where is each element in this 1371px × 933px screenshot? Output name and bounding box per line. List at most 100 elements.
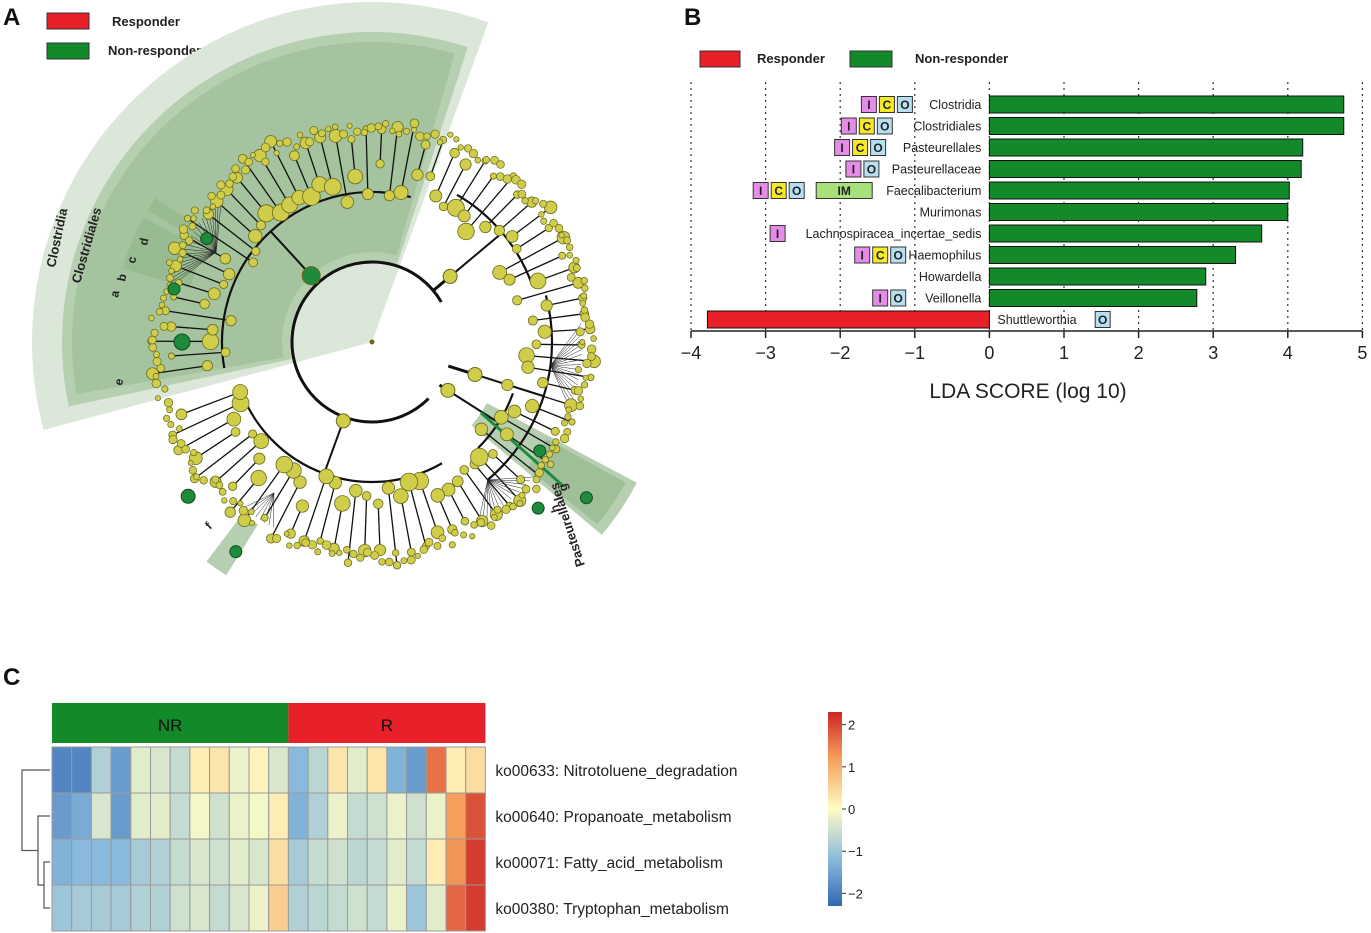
heatmap-cell: [169, 884, 191, 932]
lda-tick-label: 1: [1059, 343, 1069, 363]
heatmap-cell: [189, 884, 211, 932]
heatmap-cell: [51, 884, 73, 932]
lda-tag-label: I: [861, 249, 864, 263]
heatmap-cell: [307, 792, 329, 840]
heatmap-cell: [327, 746, 348, 794]
heatmap-cell: [445, 746, 467, 794]
heatmap-cell: [90, 792, 112, 840]
heatmap-row-label: ko00633: Nitrotoluene_degradation: [495, 763, 737, 780]
lda-tag: [890, 246, 907, 264]
clade-letter-c: c: [124, 255, 139, 265]
lda-bar-label: Haemophilus: [908, 249, 981, 263]
heatmap-row-label: ko00071: Fatty_acid_metabolism: [495, 855, 722, 872]
heatmap-cell: [287, 746, 309, 794]
heatmap-colorbar: 210−1−2: [828, 712, 863, 906]
dendrogram-branch: [43, 861, 50, 909]
tree-nodes: [146, 118, 601, 570]
legend-label-non-responder: Non-responder: [108, 43, 201, 58]
heatmap-cell: [110, 838, 132, 886]
heatmap-cell: [425, 884, 447, 932]
heatmap-cell: [287, 792, 309, 840]
heatmap-cell: [347, 792, 368, 840]
heatmap-cell: [425, 838, 447, 886]
lda-tick-label: −3: [755, 343, 776, 363]
lda-bar: [988, 246, 1237, 264]
heatmap-cell: [209, 746, 230, 794]
heatmap-cell: [307, 884, 329, 932]
lda-bar-label: Veillonella: [925, 292, 981, 306]
heatmap-cell: [386, 884, 408, 932]
panel-a-label: A: [3, 4, 21, 31]
heatmap-cell: [406, 746, 427, 794]
heatmap-cell: [228, 884, 250, 932]
cladogram-tree: [146, 118, 601, 570]
lda-bar-label: Shuttleworthia: [997, 313, 1076, 327]
lda-bar: [706, 310, 990, 329]
heatmap-cell: [150, 792, 171, 840]
heatmap-group-NR: [52, 703, 289, 743]
heatmap-cell: [150, 884, 171, 932]
lda-tag-label: O: [894, 292, 903, 306]
lda-tag-label: O: [894, 249, 903, 263]
heatmap-cell: [71, 792, 92, 840]
lda-bar-label: Faecalibacterium: [886, 184, 981, 198]
heatmap-cell: [209, 884, 230, 932]
lda-tag: [858, 117, 875, 135]
heatmap-cell: [51, 746, 73, 794]
lda-bar: [988, 95, 1345, 114]
heatmap-cell: [130, 884, 152, 932]
heatmap-cell: [347, 884, 368, 932]
heatmap-cell: [51, 838, 73, 886]
lda-bars: ClostridiaOCIClostridialesOCIPasteurella…: [706, 95, 1345, 329]
tree-branches: [151, 123, 595, 566]
lda-tag-label: IM: [838, 184, 851, 198]
lda-bar: [988, 203, 1289, 221]
heatmap-cell: [268, 838, 289, 886]
heatmap-cell: [90, 838, 112, 886]
heatmap-cell: [169, 838, 191, 886]
lda-bar-label: Howardella: [919, 270, 982, 284]
heatmap-group-label: R: [381, 716, 393, 735]
lda-tag: [788, 182, 805, 199]
lda-legend: Responder Non-responder: [699, 50, 1008, 68]
lda-tag: [769, 225, 786, 242]
heatmap-cell: [268, 746, 289, 794]
colorbar-tick-label: 2: [848, 718, 855, 733]
colorbar-tick-label: 1: [848, 760, 855, 775]
heatmap-cell: [189, 792, 211, 840]
colorbar-gradient: [828, 712, 842, 906]
heatmap-cell: [130, 746, 152, 794]
panel-c-label: C: [3, 664, 21, 691]
lda-bar-label: Clostridia: [929, 98, 981, 112]
heatmap-cell: [445, 884, 467, 932]
heatmap-cell: [248, 792, 270, 840]
heatmap-row-labels: ko00633: Nitrotoluene_degradation ko00640…: [495, 763, 737, 918]
lda-tag: [834, 139, 851, 156]
legend-label-responder: Responder: [112, 14, 180, 29]
legend-swatch-responder: [46, 12, 90, 30]
heatmap-cells: [51, 746, 486, 932]
lda-tag-label: O: [792, 184, 801, 198]
heatmap-cell: [110, 792, 132, 840]
heatmap-cell: [51, 792, 73, 840]
heatmap-cell: [406, 884, 427, 932]
heatmap-cell: [110, 884, 132, 932]
heatmap-row-label: ko00640: Propanoate_metabolism: [495, 809, 731, 826]
lda-legend-label-non-responder: Non-responder: [915, 51, 1008, 66]
lda-bar: [988, 289, 1198, 307]
heatmap-cell: [228, 746, 250, 794]
lda-tag: [752, 182, 769, 199]
heatmap-cell: [287, 838, 309, 886]
heatmap-cell: [327, 838, 348, 886]
lda-tag: [890, 289, 907, 307]
lda-bar-label: Lachnospiracea_incertae_sedis: [806, 227, 982, 241]
dendrogram-branch: [21, 769, 50, 852]
lda-tag: [896, 96, 913, 113]
lda-tag-label: I: [776, 227, 779, 241]
lda-tag-label: C: [862, 120, 871, 134]
lda-tag-label: I: [867, 98, 870, 112]
lda-tick-label: 4: [1283, 343, 1293, 363]
lda-tag-label: C: [774, 184, 783, 198]
lda-tick-label: 0: [984, 343, 994, 363]
lda-bar-label: Clostridiales: [913, 120, 981, 134]
